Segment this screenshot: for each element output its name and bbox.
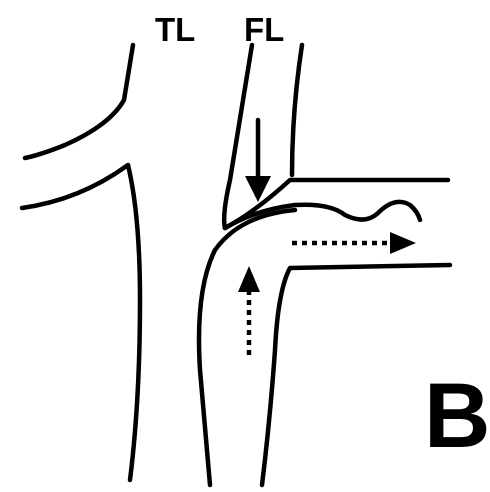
dotted-arrow-right-head xyxy=(390,232,416,254)
panel-label: B xyxy=(424,370,490,462)
dotted-arrow-up-head xyxy=(238,266,260,292)
true-lumen-label: TL xyxy=(155,13,195,46)
true-lumen-left-wall-upper xyxy=(25,45,133,158)
false-lumen-left-wall xyxy=(224,45,252,228)
intimal-flap xyxy=(225,202,420,228)
branch-lower-wall xyxy=(262,265,450,485)
true-lumen-left-wall-lower xyxy=(22,165,140,480)
false-lumen-right-wall xyxy=(292,45,302,175)
inner-vessel-wall xyxy=(199,210,295,485)
false-lumen-label: FL xyxy=(244,13,284,46)
